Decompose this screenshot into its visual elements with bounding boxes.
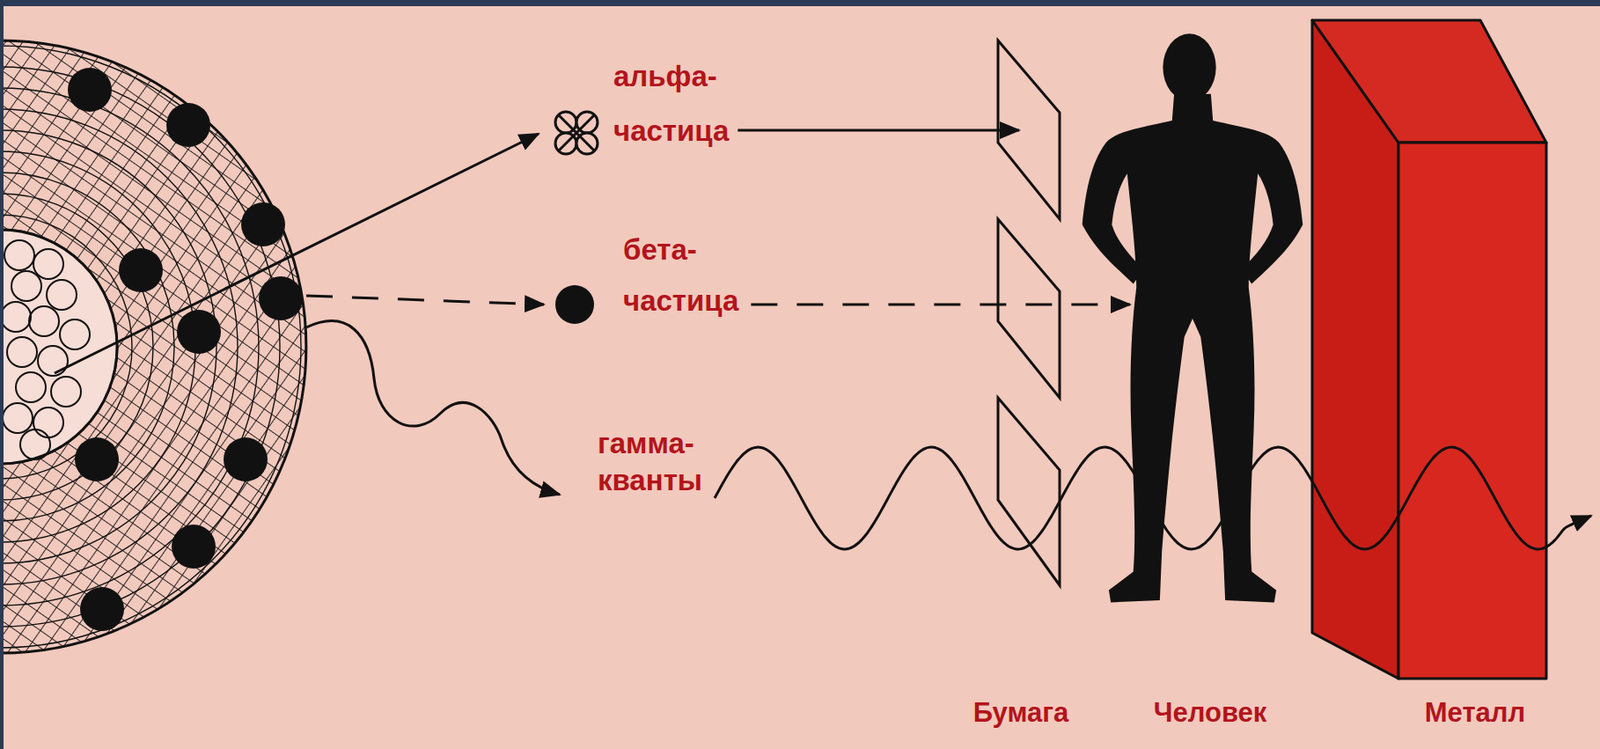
alpha-ray [737, 129, 1020, 133]
alpha-particle [555, 111, 598, 155]
particle-label: бета- частица [623, 224, 739, 327]
gamma-ray [714, 447, 1592, 550]
nucleon [0, 301, 31, 332]
electron [74, 437, 119, 482]
shell-line [0, 45, 301, 648]
electron [258, 276, 303, 321]
particle-label: гамма- кванты [597, 425, 703, 500]
human-silhouette [1082, 33, 1304, 602]
shell-line [0, 214, 133, 479]
human-head [1162, 33, 1216, 102]
beta-particle [555, 285, 595, 324]
shell-line [0, 88, 259, 606]
human-body [1082, 94, 1304, 603]
metal-front [1398, 142, 1547, 679]
material-label: Бумага [973, 695, 1070, 731]
alpha-path [54, 133, 539, 374]
electron [118, 248, 163, 293]
nucleon [15, 372, 46, 403]
nucleon [20, 429, 51, 460]
nucleon [33, 249, 64, 279]
gamma-path [306, 321, 560, 495]
shell-line [0, 66, 280, 627]
electron [166, 102, 211, 147]
atom-illustration [0, 40, 307, 654]
shell-line [0, 172, 175, 522]
electron [80, 587, 125, 632]
nucleon [33, 407, 64, 438]
material-label: Металл [1424, 695, 1526, 731]
nucleon [46, 279, 77, 310]
shell-line [0, 193, 154, 500]
material-label: Человек [1153, 695, 1268, 731]
electron [171, 524, 216, 569]
frame-band [0, 0, 1600, 7]
nucleon [2, 403, 33, 434]
electron [67, 67, 112, 112]
nucleon [29, 306, 59, 337]
paper-sheet [998, 397, 1060, 586]
nucleons [0, 240, 90, 460]
electron [223, 437, 268, 482]
nucleon [11, 271, 42, 301]
metal-block [1312, 20, 1547, 679]
particle-label: альфа- частица [613, 49, 729, 159]
alpha-hatch [558, 115, 595, 151]
beta-ray [750, 303, 1131, 307]
shell-line [0, 109, 238, 585]
beta-path [306, 295, 544, 305]
nucleon [51, 376, 81, 407]
ray-paths [714, 130, 1592, 550]
paper-sheets [998, 40, 1060, 586]
metal-top [1312, 20, 1547, 143]
nucleon [7, 337, 37, 367]
nucleon [4, 240, 35, 271]
shell-line [0, 151, 196, 543]
electron [176, 309, 221, 354]
nucleon [37, 345, 68, 376]
paper-sheet [998, 219, 1060, 398]
shell-mesh [0, 45, 301, 648]
nucleus [0, 229, 118, 464]
electron [241, 202, 286, 247]
nucleon [59, 319, 90, 350]
frame-band [0, 0, 4, 749]
